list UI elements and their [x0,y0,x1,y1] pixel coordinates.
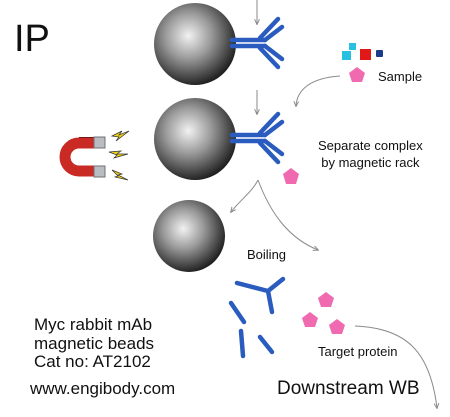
sample-red-square [360,49,371,60]
sample-navy-square [376,50,383,57]
figure-title: IP [14,18,50,60]
sample-label: Sample [378,69,423,84]
arrow-to-downstream [354,325,437,408]
antibody-1 [229,16,285,70]
magnet [59,136,106,178]
sample-cyan-square [342,51,351,60]
target-protein-label: Target protein [318,344,398,359]
product-info: Myc rabbit mAb magnetic beads Cat no: AT… [34,315,155,372]
sample-pentagon [349,67,365,82]
catalog-number: Cat no: AT2102 [34,352,151,371]
separate-label-line2: by magnetic rack [321,155,420,170]
magnetic-bead-2 [154,98,236,180]
magnetic-bead-1 [154,3,236,85]
magnetic-bead-3 [153,200,225,272]
magnet-tip [93,136,106,149]
boiling-label: Boiling [247,247,287,262]
product-name: Myc rabbit mAb [34,315,153,334]
downstream-wb-label: Downstream WB [277,378,420,399]
arrow-sample-to-complex [296,75,341,106]
released-antibody-fragments [228,276,286,359]
separate-label-line1: Separate complex [318,138,423,153]
sample-molecules [342,43,383,82]
sample-cyan-square [349,43,356,50]
arrow-complex-to-boiling [257,179,318,250]
website-link[interactable]: www.engibody.com [30,379,176,398]
magnet-tip [93,165,106,178]
magnetic-spark-icons [108,130,130,181]
separate-complex-label: Separate complex by magnetic rack [318,137,423,171]
antibody-2 [229,111,285,165]
bound-target-protein [283,168,299,184]
released-target-proteins [302,292,345,334]
arrow-complex-to-bead [231,179,259,212]
product-type: magnetic beads [34,333,155,353]
